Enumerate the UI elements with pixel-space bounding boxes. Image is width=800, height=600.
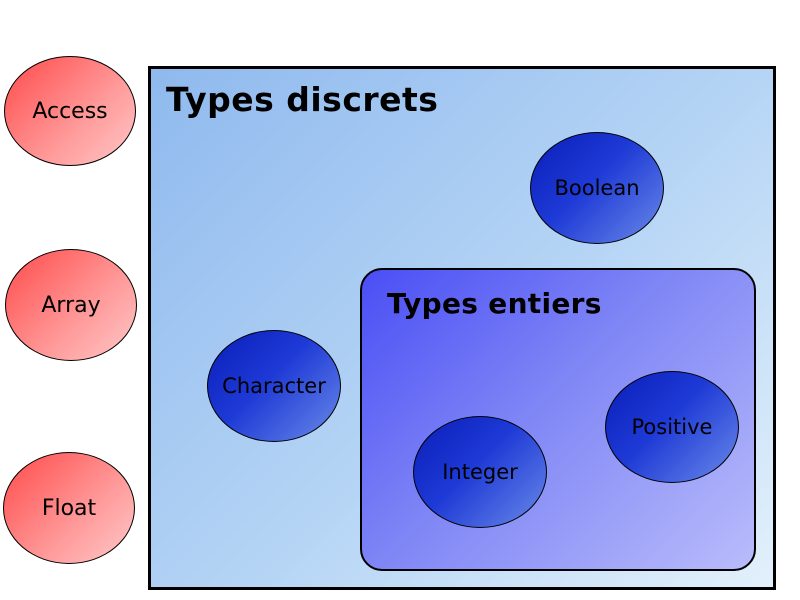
float-label: Float bbox=[41, 495, 97, 521]
array-node: Array bbox=[5, 249, 137, 361]
integer-node: Integer bbox=[413, 416, 547, 528]
integer-label: Integer bbox=[442, 460, 518, 484]
character-node: Character bbox=[207, 330, 341, 442]
character-label: Character bbox=[222, 374, 326, 398]
discrete-types-title: Types discrets bbox=[166, 80, 439, 119]
positive-label: Positive bbox=[631, 415, 713, 439]
boolean-label: Boolean bbox=[554, 176, 640, 200]
boolean-node: Boolean bbox=[530, 132, 664, 244]
positive-node: Positive bbox=[605, 371, 739, 483]
access-label: Access bbox=[32, 98, 108, 124]
integer-types-title: Types entiers bbox=[387, 287, 602, 320]
access-node: Access bbox=[4, 56, 136, 166]
float-node: Float bbox=[3, 452, 135, 564]
array-label: Array bbox=[41, 292, 101, 318]
